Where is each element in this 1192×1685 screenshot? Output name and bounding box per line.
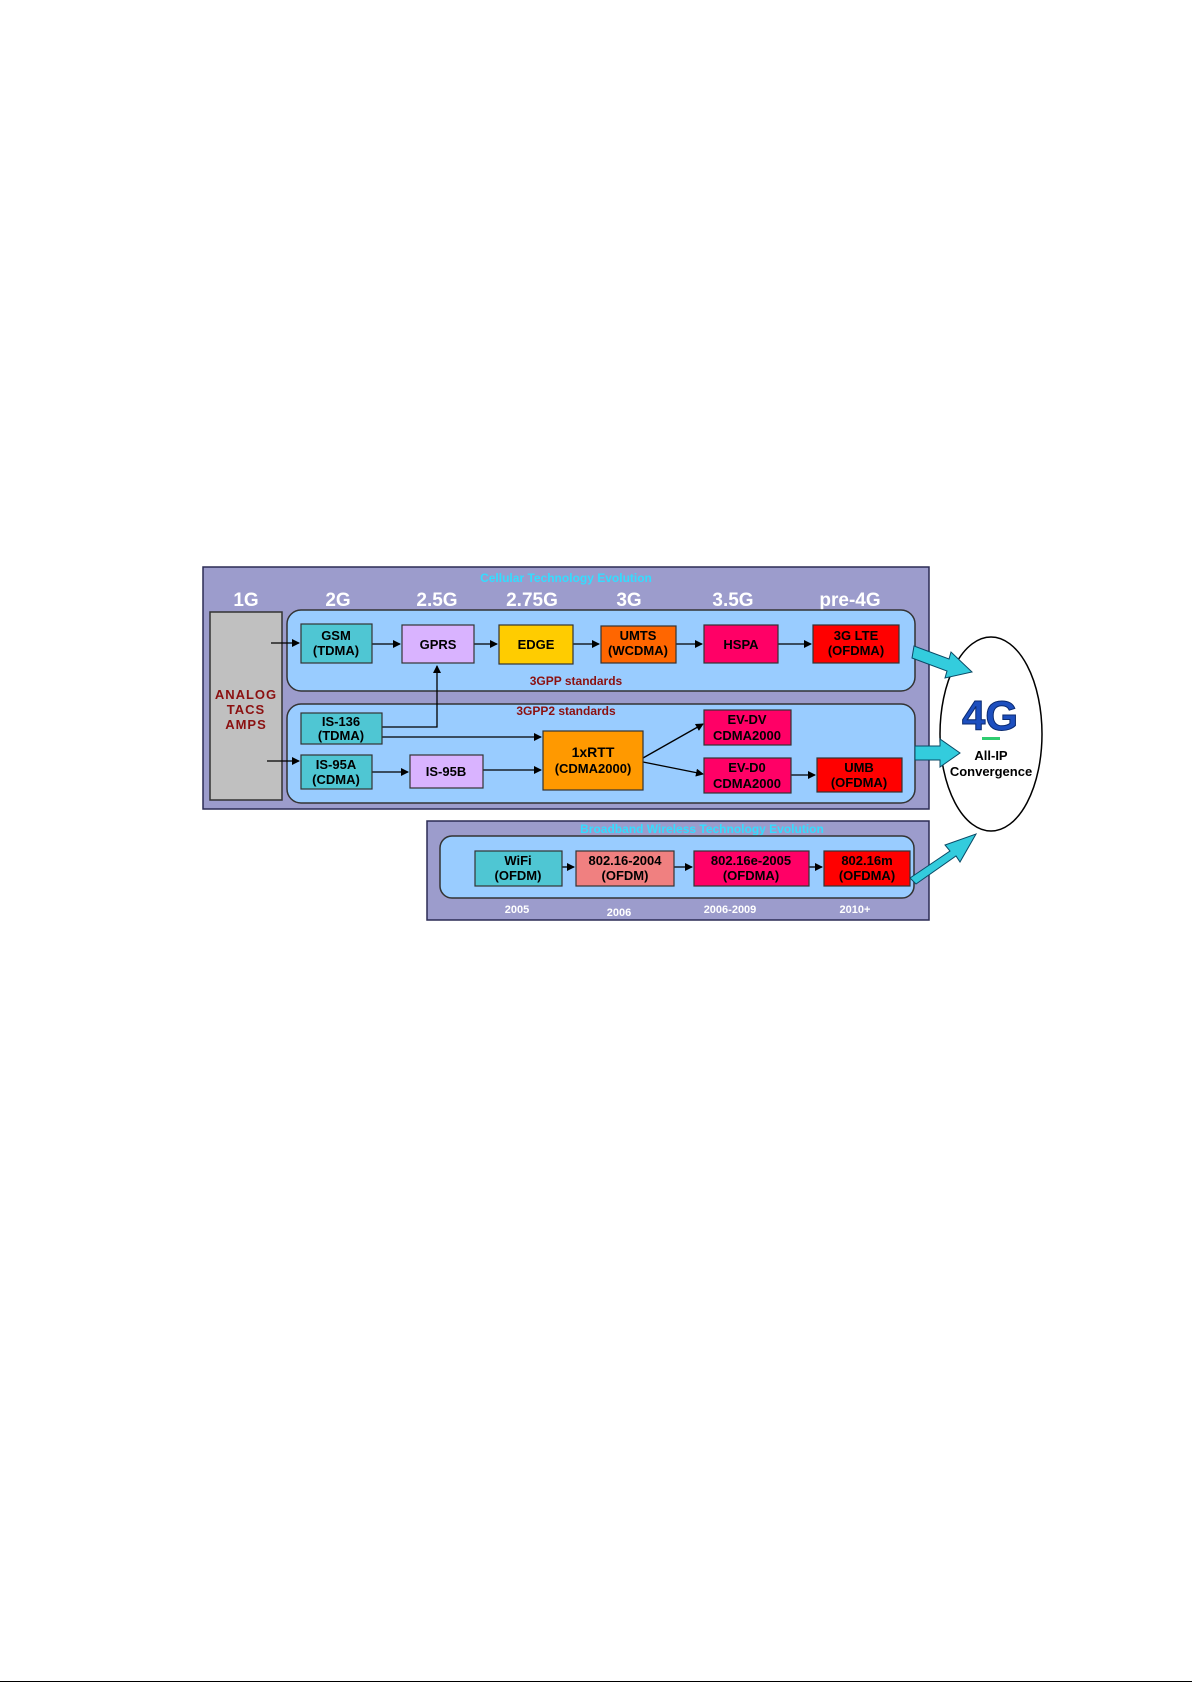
- cellular-title: Cellular Technology Evolution: [480, 571, 652, 585]
- connectors: [267, 639, 823, 871]
- broadband-title: Broadband Wireless Technology Evolution: [580, 822, 824, 836]
- lte-box: 3G LTE (OFDMA): [812, 624, 900, 664]
- rtt-box: 1xRTT (CDMA2000): [542, 730, 644, 791]
- svg-text:802.16-2004: 802.16-2004: [588, 853, 662, 868]
- svg-text:(OFDM): (OFDM): [602, 868, 649, 883]
- gpp-label: 3GPP standards: [530, 674, 623, 688]
- big-arrows: [909, 645, 978, 885]
- gen-2g: 2G: [325, 590, 350, 611]
- gen-1g: 1G: [233, 590, 258, 611]
- svg-text:UMTS: UMTS: [620, 628, 657, 643]
- year-2006: 2006: [607, 907, 631, 919]
- gpp2-label: 3GPP2 standards: [516, 704, 616, 718]
- convergence-label: Convergence: [950, 764, 1032, 779]
- arrow-rtt-evdo: [642, 761, 704, 777]
- svg-text:802.16m: 802.16m: [841, 853, 892, 868]
- svg-text:(CDMA2000): (CDMA2000): [555, 761, 632, 776]
- convergence-ellipse: [939, 636, 1043, 832]
- amps-label: AMPS: [225, 717, 267, 732]
- svg-text:(TDMA): (TDMA): [318, 728, 364, 743]
- svg-text:IS-95B: IS-95B: [426, 764, 466, 779]
- year-2010-plus: 2010+: [840, 904, 871, 916]
- arrow-3gpp-to-4g: [911, 645, 974, 679]
- arrow-rtt-evdv: [642, 723, 704, 759]
- wimax-2005-box: 802.16e-2005 (OFDMA): [693, 850, 810, 887]
- gen-3-5g: 3.5G: [712, 590, 753, 611]
- gen-3g: 3G: [616, 590, 641, 611]
- is95b-box: IS-95B: [409, 754, 484, 789]
- year-2005: 2005: [505, 904, 529, 916]
- is136-box: IS-136 (TDMA): [300, 712, 383, 745]
- svg-text:EDGE: EDGE: [518, 637, 555, 652]
- svg-text:(TDMA): (TDMA): [313, 643, 359, 658]
- svg-text:HSPA: HSPA: [723, 637, 759, 652]
- svg-text:CDMA2000: CDMA2000: [713, 776, 781, 791]
- arrow-3gpp2-to-4g: [914, 738, 961, 768]
- analog-label: ANALOG: [215, 687, 277, 702]
- svg-text:(CDMA): (CDMA): [312, 772, 360, 787]
- svg-text:4G: 4G: [962, 692, 1018, 739]
- svg-text:(OFDMA): (OFDMA): [839, 868, 895, 883]
- wimax-16m-box: 802.16m (OFDMA): [823, 850, 911, 887]
- svg-text:802.16e-2005: 802.16e-2005: [711, 853, 791, 868]
- svg-text:CDMA2000: CDMA2000: [713, 728, 781, 743]
- svg-text:IS-136: IS-136: [322, 714, 360, 729]
- analog-box: [209, 611, 283, 801]
- svg-text:IS-95A: IS-95A: [316, 757, 357, 772]
- tacs-label: TACS: [227, 702, 265, 717]
- svg-text:(WCDMA): (WCDMA): [608, 643, 668, 658]
- umb-box: UMB (OFDMA): [816, 757, 903, 793]
- gprs-box: GPRS: [401, 624, 475, 664]
- page-bottom-rule: [0, 1681, 1192, 1682]
- svg-text:WiFi: WiFi: [504, 853, 531, 868]
- wimax-2004-box: 802.16-2004 (OFDM): [575, 850, 675, 887]
- umts-box: UMTS (WCDMA): [600, 625, 677, 664]
- evdv-box: EV-DV CDMA2000: [703, 709, 792, 746]
- svg-text:UMB: UMB: [844, 760, 874, 775]
- svg-text:3G LTE: 3G LTE: [834, 628, 879, 643]
- year-2006-2009: 2006-2009: [704, 904, 757, 916]
- svg-text:(OFDMA): (OFDMA): [831, 775, 887, 790]
- hspa-box: HSPA: [703, 624, 779, 664]
- all-ip-label: All-IP: [974, 748, 1008, 763]
- svg-text:EV-DV: EV-DV: [727, 712, 766, 727]
- svg-text:(OFDMA): (OFDMA): [828, 643, 884, 658]
- svg-text:1xRTT: 1xRTT: [572, 744, 615, 760]
- svg-text:GPRS: GPRS: [420, 637, 457, 652]
- 4g-logo: 4G: [961, 692, 1019, 740]
- wifi-box: WiFi (OFDM): [474, 850, 563, 887]
- is95a-box: IS-95A (CDMA): [300, 754, 373, 790]
- svg-text:(OFDMA): (OFDMA): [723, 868, 779, 883]
- arrow-is136-gprs: [382, 665, 441, 728]
- svg-text:(OFDM): (OFDM): [495, 868, 542, 883]
- gen-2-75g: 2.75G: [506, 590, 558, 611]
- edge-box: EDGE: [498, 624, 574, 665]
- svg-text:GSM: GSM: [321, 628, 351, 643]
- evdo-box: EV-D0 CDMA2000: [703, 757, 792, 794]
- gsm-box: GSM (TDMA): [300, 623, 373, 664]
- gen-pre-4g: pre-4G: [819, 590, 880, 611]
- arrow-broadband-to-4g: [909, 833, 978, 885]
- svg-text:EV-D0: EV-D0: [728, 760, 766, 775]
- gen-2-5g: 2.5G: [416, 590, 457, 611]
